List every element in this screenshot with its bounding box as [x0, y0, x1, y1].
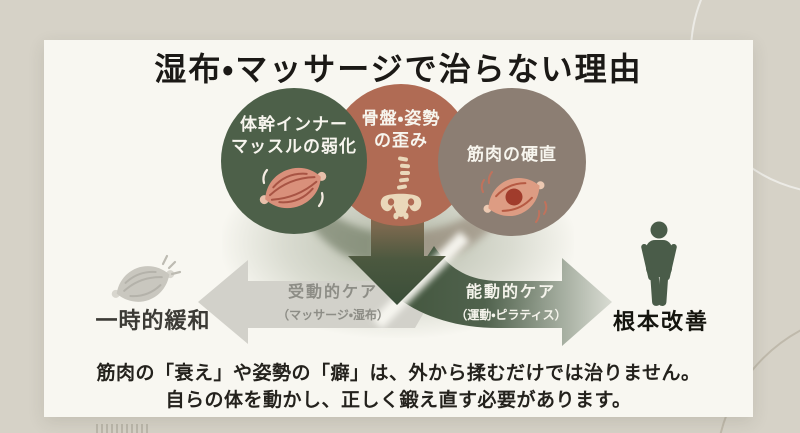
passive-care-label: 受動的ケア: [287, 284, 378, 301]
passive-care-caption: 受動的ケア （マッサージ・湿布）: [252, 278, 414, 323]
page-title: 湿布・マッサージで治らない理由: [154, 51, 643, 87]
cause-label-line1: 筋肉の硬直: [467, 145, 557, 164]
footer-message-line1: 筋肉の「衰え」や姿勢の「癖」は、外から揉むだけでは治りません。: [96, 363, 701, 384]
pelvis-spine-icon: [380, 156, 422, 220]
active-care-label: 能動的ケア: [465, 284, 556, 301]
active-care-arrow: [399, 246, 612, 346]
cause-label: 骨盤・姿勢 の歪み: [330, 108, 472, 153]
fundamental-improvement-label: 根本改善: [612, 309, 709, 334]
cause-label-line1: 骨盤・姿勢: [361, 109, 441, 128]
passive-care-detail: （マッサージ・湿布）: [277, 308, 389, 322]
footer-message-line2: 自らの体を動かし、正しく鍛え直す必要があります。: [165, 390, 632, 411]
active-care-caption: 能動的ケア （運動・ピラティス）: [428, 278, 594, 323]
active-care-detail: （運動・ピラティス）: [455, 308, 567, 322]
stiff-muscle-icon: [480, 171, 548, 223]
temporary-relief-label: 一時的緩和: [95, 308, 211, 333]
cause-circle-muscle-stiffness: 筋肉の硬直: [438, 88, 586, 236]
cause-label-line1: 体幹インナー: [240, 115, 348, 134]
cause-circle-inner-muscle: 体幹インナー マッスルの弱化: [221, 88, 367, 234]
background-texture: [96, 424, 148, 433]
cause-label-line2: の歪み: [374, 131, 428, 151]
relaxed-muscle-icon: [111, 254, 182, 302]
down-arrow: [348, 198, 446, 305]
cause-label-line2: マッスルの弱化: [231, 137, 357, 157]
cause-label: 体幹インナー マッスルの弱化: [221, 114, 367, 159]
weak-inner-muscle-icon: [259, 167, 327, 209]
cause-label: 筋肉の硬直: [438, 144, 586, 166]
person-icon: [641, 221, 677, 306]
